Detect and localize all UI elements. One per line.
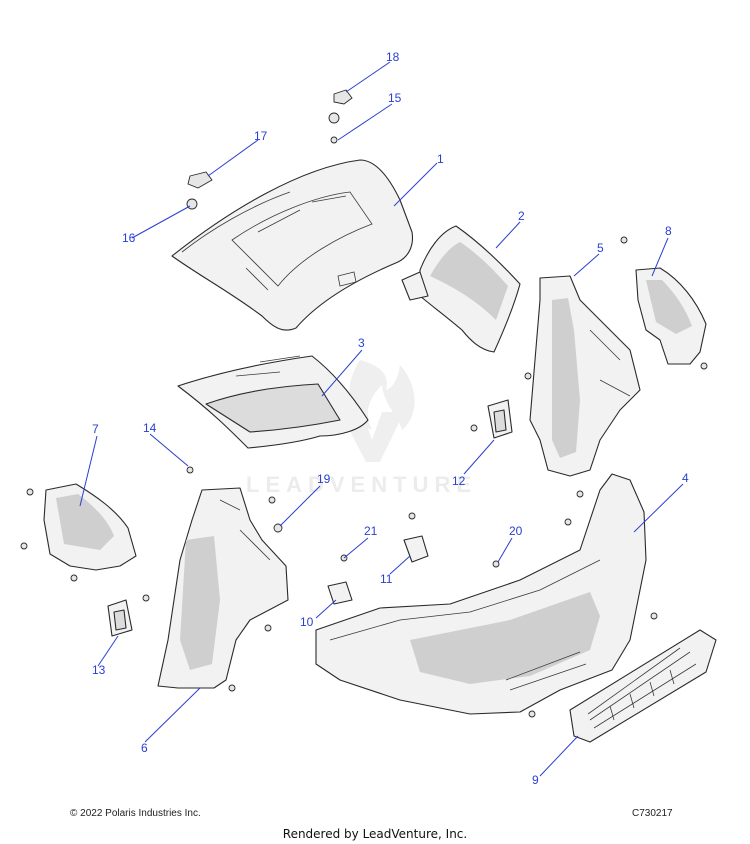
callout-17: 17 (254, 129, 268, 143)
leader-lines (79, 61, 684, 777)
callout-14: 14 (143, 421, 157, 435)
callout-15: 15 (388, 91, 402, 105)
callout-20: 20 (509, 524, 523, 538)
callout-5: 5 (597, 241, 604, 255)
right-fender-support-part (529, 275, 641, 477)
callout-6: 6 (141, 741, 148, 755)
diagram-code: C730217 (632, 808, 673, 819)
callout-12: 12 (452, 474, 466, 488)
storage-tray-part (177, 355, 369, 449)
left-fender-support-part (157, 487, 289, 689)
callout-1: 1 (437, 152, 444, 166)
callout-7: 7 (92, 422, 99, 436)
dash-panel-part (401, 225, 521, 353)
hood-part (171, 159, 414, 331)
front-bumper-part (315, 473, 647, 715)
bracket-12-part (487, 399, 513, 439)
callout-8: 8 (665, 224, 672, 238)
callout-4: 4 (682, 471, 689, 485)
callout-9: 9 (532, 773, 539, 787)
clip-10-part (327, 581, 353, 605)
callout-2: 2 (518, 209, 525, 223)
callout-11: 11 (380, 572, 393, 586)
callout-13: 13 (92, 663, 106, 677)
rendered-by-text: Rendered by LeadVenture, Inc. (282, 827, 468, 841)
callout-3: 3 (358, 336, 365, 350)
callout-16: 16 (122, 231, 136, 245)
callout-19: 19 (317, 472, 331, 486)
watermark-text: LEADVENTURE (246, 472, 477, 497)
left-small-panel-part (43, 483, 137, 571)
callout-18: 18 (386, 50, 400, 64)
clip-11-part (403, 535, 429, 563)
fasteners (20, 89, 708, 718)
callout-21: 21 (364, 524, 378, 538)
callout-10: 10 (300, 615, 314, 629)
front-grille-part (569, 629, 717, 743)
bracket-13-part (107, 599, 133, 637)
right-small-panel-part (635, 267, 707, 365)
copyright-text: © 2022 Polaris Industries Inc. (70, 808, 201, 819)
callout-labels: 1 2 3 4 5 6 7 8 9 10 11 12 13 14 15 16 1… (92, 50, 689, 787)
